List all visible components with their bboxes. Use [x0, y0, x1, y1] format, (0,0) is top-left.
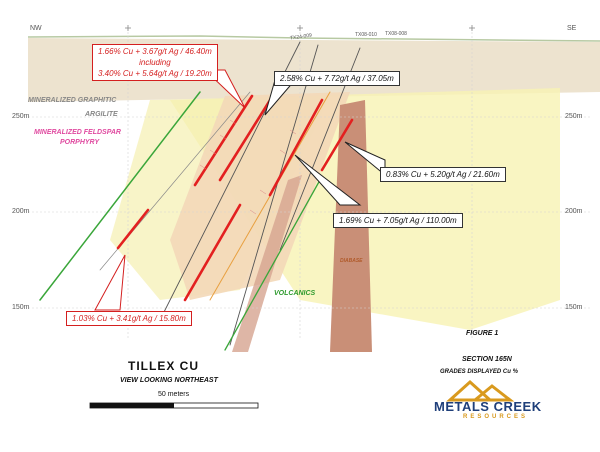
compass-nw: NW: [30, 25, 42, 32]
intercept-b: [218, 95, 274, 182]
unit-label-graphitic: MINERALIZED GRAPHITIC: [28, 97, 117, 104]
elevation-250-right: 250m: [565, 113, 583, 120]
section-label: SECTION 165N: [462, 356, 512, 363]
intercept-callout-d: 1.69% Cu + 7.05g/t Ag / 110.00m: [333, 213, 463, 228]
callout-a-line2: including: [139, 58, 171, 67]
elevation-150-left: 150m: [12, 304, 30, 311]
compass-se: SE: [567, 25, 577, 32]
unit-label-argilite: ARGILITE: [85, 111, 118, 118]
drill-hole-green-east: [224, 179, 321, 351]
intercept-callout-a: 1.66% Cu + 3.67g/t Ag / 46.40m including…: [92, 44, 218, 81]
logo-subtext: RESOURCES: [463, 414, 529, 420]
unit-label-feldspar: MINERALIZED FELDSPAR: [34, 129, 121, 136]
intercept-callout-e: 1.03% Cu + 3.41g/t Ag / 15.80m: [66, 311, 192, 326]
intercept-callout-b: 2.58% Cu + 7.72g/t Ag / 37.05m: [274, 71, 400, 86]
intercept-e: [116, 208, 150, 250]
elevation-200-right: 200m: [565, 208, 583, 215]
drill-hole-2: [229, 44, 319, 346]
drill-hole-green-west: [39, 91, 201, 301]
elevation-250-left: 250m: [12, 113, 30, 120]
intercept-d: [268, 98, 324, 197]
high-grade-intercepts: [116, 94, 354, 302]
elevation-150-right: 150m: [565, 304, 583, 311]
unit-label-diabase: DIABASE: [340, 258, 363, 264]
assay-ticks: [199, 119, 297, 215]
view-direction: VIEW LOOKING NORTHEAST: [120, 377, 218, 384]
hole-label-2: TX08-010: [355, 32, 377, 38]
callout-a-line3: 3.40% Cu + 5.64g/t Ag / 19.20m: [98, 69, 212, 78]
grades-label: GRADES DISPLAYED Cu %: [440, 369, 518, 375]
figure-label: FIGURE 1: [466, 330, 499, 337]
unit-label-volcanics: VOLCANICS: [274, 290, 316, 297]
grid-crosses: [125, 25, 475, 31]
unit-label-porphyry: PORPHYRY: [60, 139, 100, 146]
logo-mountain-icon: [446, 379, 515, 402]
intercept-f: [183, 203, 242, 302]
elevation-200-left: 200m: [12, 208, 30, 215]
map-title: TILLEX CU: [128, 359, 199, 373]
logo-text: METALS CREEK: [434, 399, 542, 414]
intercept-a: [193, 94, 254, 187]
intercept-c: [320, 118, 354, 172]
hole-label-3: TX08-008: [385, 31, 407, 37]
scale-label: 50 meters: [158, 391, 190, 398]
topography-line: [27, 35, 600, 42]
callout-a-line1: 1.66% Cu + 3.67g/t Ag / 46.40m: [98, 47, 212, 56]
intercept-callout-c: 0.83% Cu + 5.20g/t Ag / 21.60m: [380, 167, 506, 182]
scale-bar: [89, 402, 259, 409]
